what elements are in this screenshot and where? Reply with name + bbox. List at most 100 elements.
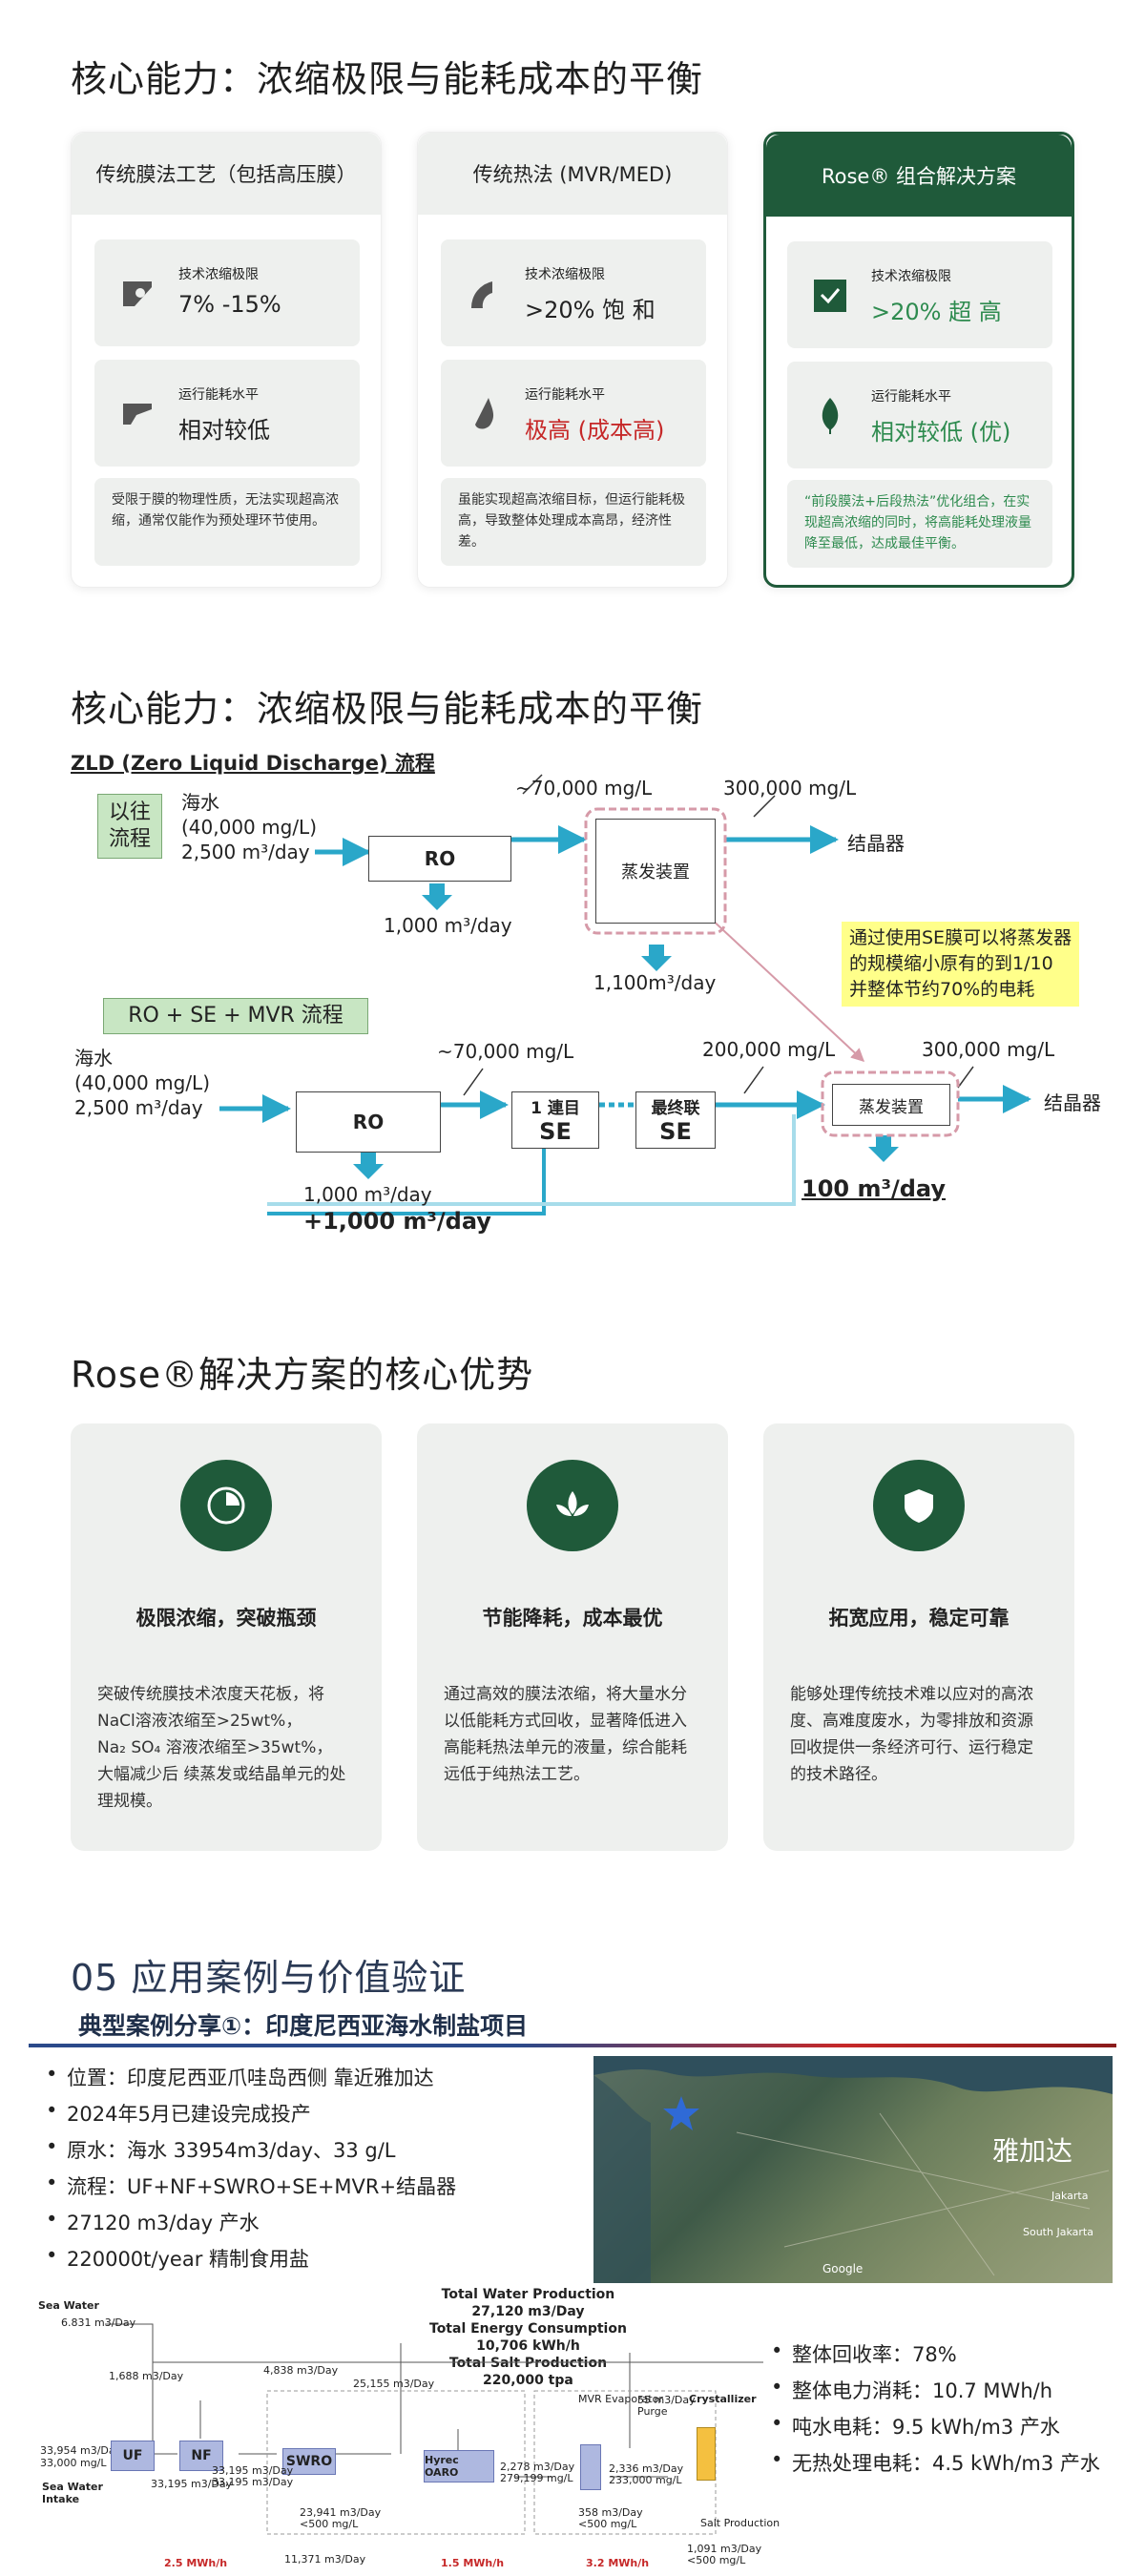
energy-value: 相对较低 xyxy=(178,417,270,444)
swro-unit: SWRO xyxy=(282,2448,336,2475)
bullet-process: 流程：UF+NF+SWRO+SE+MVR+结晶器 xyxy=(46,2171,456,2200)
stat-non-thermal: 无热处理电耗：4.5 kWh/m3 产水 xyxy=(771,2448,1100,2477)
conc3-bottom: 300,000 mg/L xyxy=(922,1038,1055,1061)
ro-out-top: 1,000 m³/day xyxy=(384,914,512,937)
bullet-salt: 220000t/year 精制食用盐 xyxy=(46,2244,309,2273)
star-marker-icon[interactable] xyxy=(662,2094,700,2132)
card-note: 受限于膜的物理性质，无法实现超高浓缩，通常仅能作为预处理环节使用。 xyxy=(94,478,360,566)
ro-out-bottom: 1,000 m³/day xyxy=(303,1183,432,1206)
mvr-unit xyxy=(580,2444,601,2490)
crystallizer-unit xyxy=(697,2427,716,2481)
card-header: 传统热法 (MVR/MED) xyxy=(418,133,727,215)
section1-title: 核心能力：浓缩极限与能耗成本的平衡 xyxy=(71,58,704,100)
zld-subtitle: ZLD (Zero Liquid Discharge) 流程 xyxy=(71,752,435,775)
card-header: 传统膜法工艺（包括高压膜） xyxy=(72,133,381,215)
conc1-top: ~70,000 mg/L xyxy=(515,777,653,800)
limit-value: >20% 饱 和 xyxy=(525,297,656,323)
bullet-output: 27120 m3/day 产水 xyxy=(46,2208,260,2236)
flow-label: 1,688 m3/Day xyxy=(109,2370,184,2382)
card-membrane: 传统膜法工艺（包括高压膜） 技术浓缩极限 7% -15% 运行能耗水平 相对较低… xyxy=(71,132,382,588)
lotus-icon xyxy=(556,1491,589,1516)
advantage-title: 极限浓缩，突破瓶颈 xyxy=(135,1607,317,1630)
pfd-lines xyxy=(105,2323,763,2535)
ro-out-bold: +1,000 m³/day xyxy=(303,1208,491,1235)
crystal-top: 结晶器 xyxy=(847,832,905,855)
limit-panel: 技术浓缩极限 7% -15% xyxy=(94,239,360,346)
ro-box-top: RO xyxy=(368,836,511,882)
tag-conventional: 以往流程 xyxy=(97,794,162,859)
case-subtitle: 典型案例分享①：印度尼西亚海水制盐项目 xyxy=(78,2012,529,2040)
map-label-small: South Jakarta xyxy=(1023,2226,1093,2238)
flame-icon xyxy=(475,398,494,429)
advantage-card-3: 拓宽应用，稳定可靠 能够处理传统技术难以应对的高浓度、高难度废水，为零排放和资源… xyxy=(763,1423,1074,1851)
flow-label: 25,155 m3/Day xyxy=(353,2378,435,2390)
flow-label: 1,091 m3/Day<500 mg/L xyxy=(687,2543,762,2566)
limit-value: 7% -15% xyxy=(178,291,281,318)
section2-title: 核心能力：浓缩极限与能耗成本的平衡 xyxy=(71,688,704,730)
section3-title: Rose®解决方案的核心优势 xyxy=(71,1354,534,1396)
nf-unit: NF xyxy=(179,2441,223,2471)
feed-bottom: 海水(40,000 mg/L)2,500 m³/day xyxy=(74,1047,211,1119)
card-note: “前段膜法+后段热法”优化组合，在实现超高浓缩的同时，将高能耗处理液量降至最低，… xyxy=(787,480,1052,568)
satellite-map[interactable]: 雅加达 Jakarta South Jakarta Google xyxy=(593,2056,1113,2283)
energy-value: 极高 (成本高) xyxy=(525,417,665,444)
energy-label: 运行能耗水平 xyxy=(871,389,951,405)
evap-out-bottom: 100 m³/day xyxy=(802,1175,947,1202)
card-thermal: 传统热法 (MVR/MED) 技术浓缩极限 >20% 饱 和 运行能耗水平 极高… xyxy=(417,132,728,588)
energy-panel: 运行能耗水平 相对较低 xyxy=(94,360,360,467)
energy-label: 运行能耗水平 xyxy=(178,387,259,403)
salt-production-label: Salt Production xyxy=(700,2517,781,2529)
card-header: Rose® 组合解决方案 xyxy=(766,135,1072,217)
flow-label: 11,371 m3/Day xyxy=(284,2553,366,2566)
limit-panel: 技术浓缩极限 >20% 超 高 xyxy=(787,241,1052,348)
flow-label: 23,941 m3/Day<500 mg/L xyxy=(300,2506,382,2530)
advantage-body: 通过高效的膜法浓缩，将大量水分以低能耗方式回收，显著降低进入高能耗热法单元的液量… xyxy=(444,1685,687,1784)
oaro-unit: Hyrec OARO xyxy=(424,2450,494,2483)
pie-chart-icon xyxy=(207,1486,245,1525)
energy-panel: 运行能耗水平 相对较低 (优) xyxy=(787,362,1052,468)
quarter-circle-icon xyxy=(470,281,492,308)
uf-unit: UF xyxy=(111,2441,155,2471)
advantage-title: 节能降耗，成本最优 xyxy=(482,1607,663,1630)
checkbox-icon xyxy=(814,280,846,312)
limit-label: 技术浓缩极限 xyxy=(871,269,951,284)
conc1-bottom: ~70,000 mg/L xyxy=(437,1040,574,1063)
google-logo: Google xyxy=(822,2262,864,2275)
energy-mvr: 3.2 MWh/h xyxy=(586,2557,650,2569)
flow-label: 4,838 m3/Day xyxy=(263,2364,339,2377)
evap-box-bottom: 蒸发装置 xyxy=(832,1084,950,1126)
card-rose: Rose® 组合解决方案 技术浓缩极限 >20% 超 高 运行能耗水平 相对较低… xyxy=(763,132,1074,588)
limit-label: 技术浓缩极限 xyxy=(178,267,259,282)
energy-panel: 运行能耗水平 极高 (成本高) xyxy=(441,360,706,467)
stat-recovery: 整体回收率：78% xyxy=(771,2339,957,2368)
limit-panel: 技术浓缩极限 >20% 饱 和 xyxy=(441,239,706,346)
advantage-card-2: 节能降耗，成本最优 通过高效的膜法浓缩，将大量水分以低能耗方式回收，显著降低进入… xyxy=(417,1423,728,1851)
flow-label: 33,195 m3/Day xyxy=(151,2478,233,2490)
sea-water-label: Sea Water xyxy=(38,2299,99,2312)
crystallizer-label: Crystallizer xyxy=(689,2393,757,2405)
tag-new-process: RO + SE + MVR 流程 xyxy=(103,998,368,1034)
flow-label: 358 m3/Day<500 mg/L xyxy=(578,2506,643,2530)
map-label-small: Jakarta xyxy=(1051,2190,1089,2202)
mvr-label: MVR Evaporator xyxy=(578,2393,663,2405)
leaf-icon xyxy=(822,398,839,434)
ro-box-bottom: RO xyxy=(296,1091,441,1153)
evap-box-top: 蒸发装置 xyxy=(595,819,716,924)
energy-label: 运行能耗水平 xyxy=(525,387,605,403)
stat-per-ton: 吨水电耗：9.5 kWh/m3 产水 xyxy=(771,2412,1060,2441)
flow-label: 6.831 m3/Day xyxy=(61,2316,136,2329)
bullet-location: 位置：印度尼西亚爪哇岛西侧 靠近雅加达 xyxy=(46,2063,434,2091)
advantage-title: 拓宽应用，稳定可靠 xyxy=(828,1607,1010,1630)
